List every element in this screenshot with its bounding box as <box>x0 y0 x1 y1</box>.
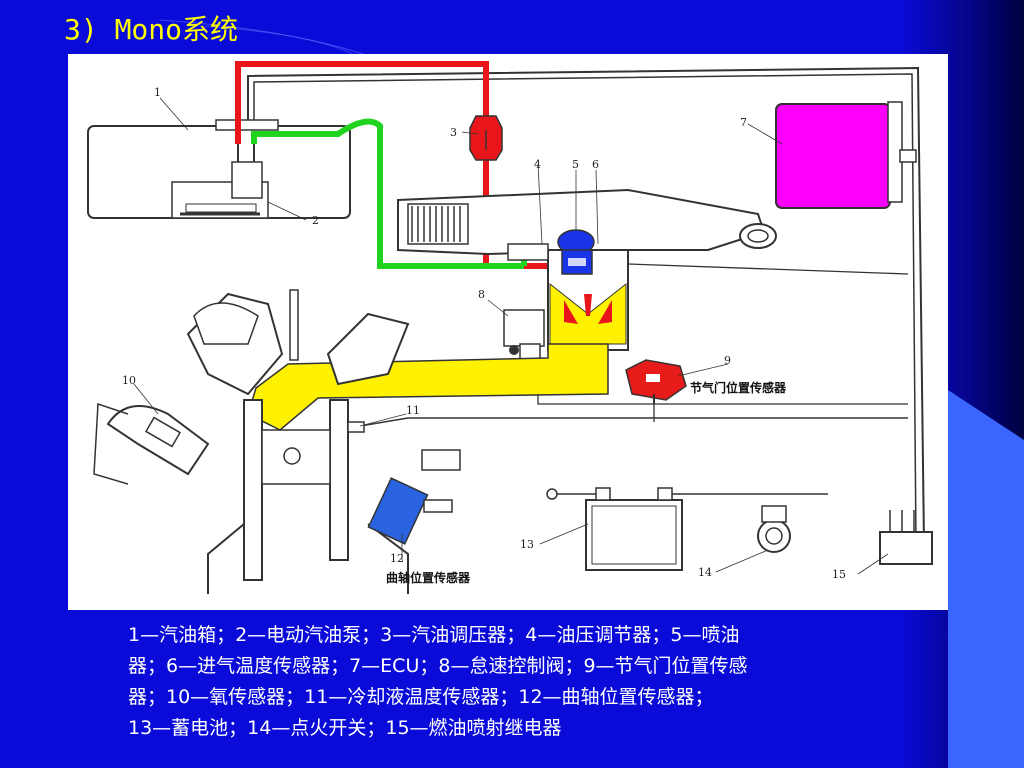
engine-block <box>186 289 410 594</box>
pressure-regulator-4 <box>507 243 549 261</box>
fuel-injection-relay <box>879 510 933 565</box>
throttle-sensor-label: 节气门位置传感器 <box>690 380 787 395</box>
part-label-6: 6 <box>592 158 599 171</box>
slide-title: 3) Mono系统 <box>64 13 239 46</box>
crankshaft-position-sensor <box>367 449 461 545</box>
diagram-svg: 1 2 3 4 5 6 7 8 9 10 11 12 13 14 15 节气门位… <box>87 61 933 594</box>
crank-sensor-label: 曲轴位置传感器 <box>386 570 471 585</box>
part-label-9: 9 <box>724 354 731 367</box>
electric-fuel-pump <box>231 161 263 199</box>
part-label-14: 14 <box>698 566 712 579</box>
part-label-13: 13 <box>520 538 534 551</box>
part-label-5: 5 <box>572 158 579 171</box>
part-number-labels: 1 2 3 4 5 6 7 8 9 10 11 12 13 14 15 <box>122 86 846 581</box>
part-label-7: 7 <box>740 116 747 129</box>
fuel-pressure-regulator <box>469 115 503 161</box>
caption-line-1: 1—汽油箱；2—电动汽油泵；3—汽油调压器；4—油压调节器；5—喷油 <box>128 624 740 646</box>
battery <box>546 487 828 571</box>
caption-line-3: 器；10—氧传感器；11—冷却液温度传感器；12—曲轴位置传感器； <box>128 686 714 708</box>
coolant-temp-sensor <box>347 421 365 433</box>
ecu <box>775 101 917 209</box>
part-label-15: 15 <box>832 568 846 581</box>
injector <box>557 229 595 275</box>
figure-caption: 1—汽油箱；2—电动汽油泵；3—汽油调压器；4—油压调节器；5—喷油 器；6—进… <box>128 620 948 744</box>
part-label-2: 2 <box>312 214 319 227</box>
idle-control-valve <box>503 309 545 361</box>
air-intake <box>397 188 777 256</box>
caption-line-2: 器；6—进气温度传感器；7—ECU；8—怠速控制阀；9—节气门位置传感 <box>128 655 748 677</box>
part-label-12: 12 <box>390 552 404 565</box>
part-label-11: 11 <box>406 404 420 417</box>
part-label-4: 4 <box>534 158 541 171</box>
intake-manifold <box>247 343 609 431</box>
part-label-8: 8 <box>478 288 485 301</box>
part-label-1: 1 <box>154 86 161 99</box>
part-label-3: 3 <box>450 126 457 139</box>
caption-line-4: 13—蓄电池；14—点火开关；15—燃油喷射继电器 <box>128 717 562 739</box>
ignition-switch <box>757 505 791 553</box>
oxygen-sensor <box>93 402 210 485</box>
fuel-tank <box>87 119 351 219</box>
part-label-10: 10 <box>122 374 136 387</box>
mono-system-diagram: 1 2 3 4 5 6 7 8 9 10 11 12 13 14 15 节气门位… <box>68 54 948 610</box>
coolant-sensor-wire <box>347 417 908 429</box>
throttle-position-sensor <box>625 359 687 404</box>
